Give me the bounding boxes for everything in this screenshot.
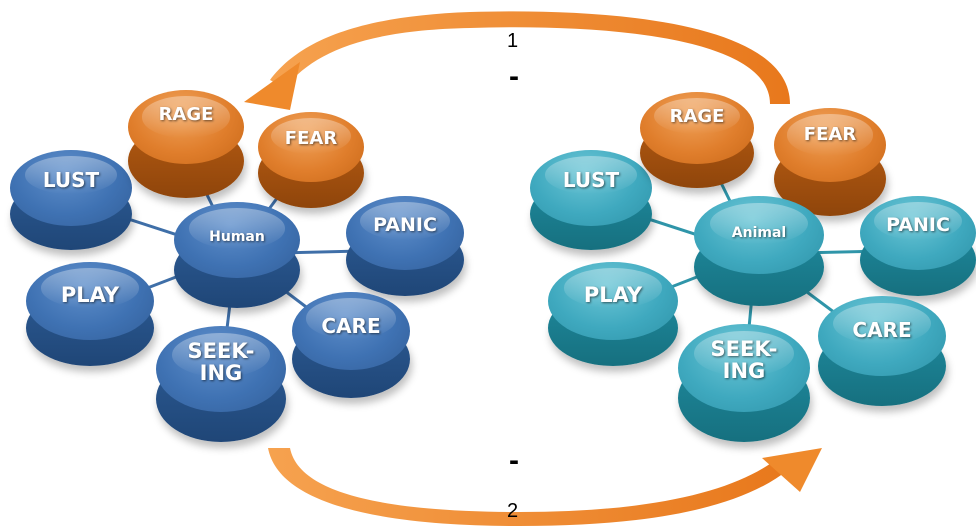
- human-node-seeking-label: SEEK- ING: [187, 339, 255, 386]
- bottom-arrow-label: 2: [507, 500, 519, 522]
- human-node-lust: LUST: [10, 150, 132, 250]
- human-node-fear: FEAR: [258, 112, 364, 208]
- animal-node-panic: PANIC: [860, 196, 976, 296]
- animal-center-node: Animal: [694, 196, 824, 306]
- top-arrow-sign: -: [509, 60, 519, 93]
- top-arrow-label: 1: [507, 30, 519, 52]
- animal-node-panic-label: PANIC: [886, 214, 950, 236]
- human-node-rage: RAGE: [128, 90, 244, 198]
- animal-node-lust-label: LUST: [562, 168, 620, 192]
- bottom-arrow: [268, 448, 822, 526]
- human-center-label: Human: [209, 229, 265, 245]
- animal-node-play-label: PLAY: [583, 283, 643, 307]
- human-node-play-label: PLAY: [60, 283, 120, 307]
- human-node-care-label: CARE: [321, 314, 381, 338]
- human-node-panic: PANIC: [346, 196, 464, 296]
- human-node-lust-label: LUST: [42, 168, 100, 192]
- animal-node-rage-label: RAGE: [669, 106, 725, 127]
- bottom-arrow-sign: -: [509, 444, 519, 477]
- human-node-seeking: SEEK- ING: [156, 326, 286, 442]
- human-node-play: PLAY: [26, 262, 154, 366]
- animal-node-care: CARE: [818, 296, 946, 406]
- animal-node-rage: RAGE: [640, 92, 754, 188]
- animal-center-label: Animal: [731, 225, 787, 241]
- human-node-care: CARE: [292, 292, 410, 398]
- human-node-fear-label: FEAR: [284, 128, 338, 149]
- animal-node-fear-label: FEAR: [803, 124, 857, 145]
- human-node-rage-label: RAGE: [158, 104, 214, 125]
- human-node-panic-label: PANIC: [373, 214, 437, 236]
- animal-node-lust: LUST: [530, 150, 652, 250]
- animal-node-seeking: SEEK- ING: [678, 324, 810, 442]
- animal-node-care-label: CARE: [852, 318, 912, 342]
- top-arrow: [244, 11, 790, 110]
- animal-node-seeking-label: SEEK- ING: [710, 337, 778, 384]
- animal-node-play: PLAY: [548, 262, 678, 366]
- human-center-node: Human: [174, 202, 300, 308]
